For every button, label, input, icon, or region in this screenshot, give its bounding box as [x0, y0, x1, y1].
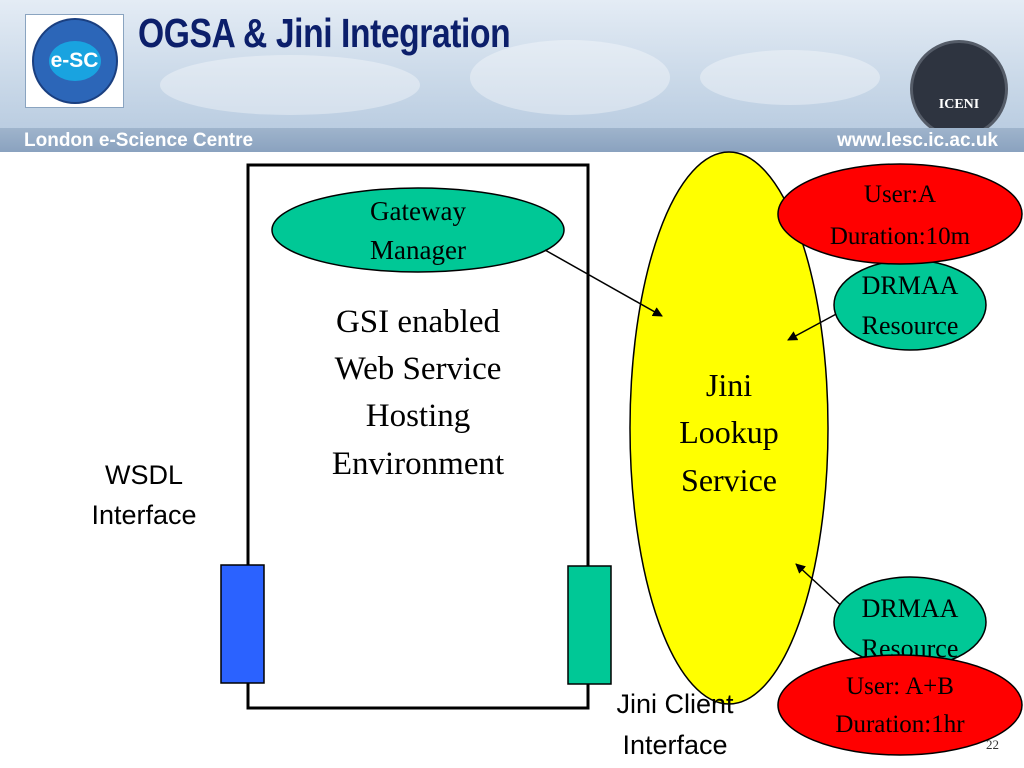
- slide-number: 22: [986, 737, 999, 752]
- hosting-line: GSI enabled: [336, 304, 501, 340]
- hosting-line: Web Service: [335, 351, 502, 387]
- jini-client-label-line: Interface: [622, 730, 727, 760]
- jini-lookup-line: Service: [681, 462, 777, 498]
- gateway-to-lookup-arrow: [544, 249, 663, 317]
- drmaa-top-line: DRMAA: [862, 271, 959, 300]
- lesc-logo: e-SC: [25, 14, 124, 108]
- header-bar: [0, 128, 1024, 152]
- drmaa-resource-top-text: DRMAA Resource: [862, 271, 959, 340]
- jini-lookup-service-text: Jini Lookup Service: [679, 367, 779, 498]
- drmaa-top-line: Resource: [862, 311, 959, 340]
- drmaa-bottom-line: DRMAA: [862, 594, 959, 623]
- slide-title: OGSA & Jini Integration: [138, 10, 511, 56]
- jini-lookup-service-ellipse: [629, 151, 829, 705]
- user-ab-text: User: A+B Duration:1hr: [835, 673, 965, 738]
- jini-client-interface-label: Jini Client Interface: [616, 689, 734, 760]
- lesc-logo-text: e-SC: [48, 41, 101, 81]
- iceni-logo-text: ICENI: [938, 97, 980, 112]
- wsdl-label-line: Interface: [91, 500, 196, 530]
- map-decoration: [700, 50, 880, 105]
- map-decoration: [470, 40, 670, 115]
- iceni-logo: ICENI: [910, 40, 1008, 138]
- gateway-manager-ellipse: [271, 187, 565, 273]
- user-ab-line: Duration:1hr: [835, 711, 965, 738]
- drmaa-bottom-to-lookup-arrow: [795, 563, 847, 611]
- hosting-environment-box: [246, 163, 590, 710]
- user-ab-line: User: A+B: [846, 673, 954, 700]
- jini-lookup-line: Jini: [706, 367, 752, 403]
- jini-client-label-line: Jini Client: [616, 689, 734, 719]
- header-bar-org: London e-Science Centre: [24, 130, 254, 151]
- hosting-line: Hosting: [366, 398, 471, 434]
- gateway-manager-line: Gateway: [370, 196, 466, 226]
- gateway-manager-text: Gateway Manager: [370, 196, 466, 265]
- gateway-manager-line: Manager: [370, 235, 466, 265]
- user-a-text: User:A Duration:10m: [830, 181, 971, 250]
- wsdl-interface-label: WSDL Interface: [91, 460, 196, 530]
- user-a-ellipse: [777, 163, 1023, 265]
- user-a-line: Duration:10m: [830, 223, 971, 250]
- wsdl-label-line: WSDL: [105, 460, 183, 490]
- slide-header: [0, 0, 1024, 150]
- user-a-line: User:A: [864, 181, 936, 208]
- wsdl-interface-port: [220, 564, 265, 684]
- jini-lookup-line: Lookup: [679, 414, 779, 450]
- hosting-environment-text: GSI enabled Web Service Hosting Environm…: [332, 304, 504, 482]
- jini-client-interface-port: [567, 565, 612, 685]
- lesc-logo-circle: e-SC: [31, 18, 118, 104]
- header-bar-url: www.lesc.ic.ac.uk: [837, 130, 998, 151]
- map-decoration: [160, 55, 420, 115]
- hosting-line: Environment: [332, 446, 504, 482]
- user-ab-ellipse: [777, 654, 1023, 756]
- drmaa-top-to-lookup-arrow: [787, 311, 841, 341]
